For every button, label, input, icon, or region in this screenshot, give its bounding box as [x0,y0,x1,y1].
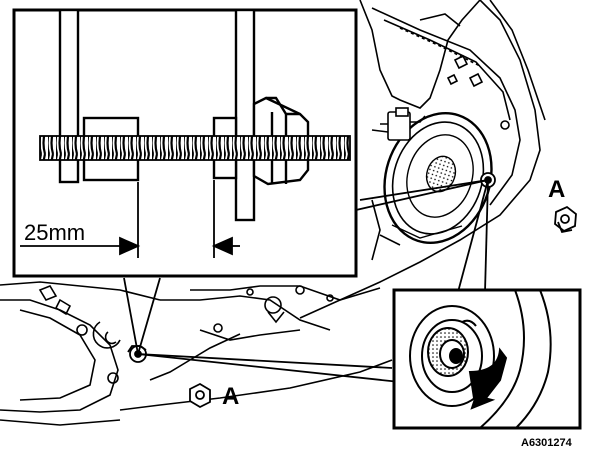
wire-connector [371,107,426,141]
dimension-25mm [20,180,240,258]
hex-nut-icon-lower [189,382,211,409]
callout-label-a-upper: A [548,176,565,203]
clip-grommet [427,327,469,377]
rotation-arrow-icon [461,319,508,410]
door-panel [0,0,546,426]
threaded-rod-tool-icon [39,8,351,222]
speaker-icon [383,112,493,244]
callout-leaders [123,179,489,383]
tool-detail-inset: 25mm [12,8,358,278]
callout-label-a-lower: A [222,383,239,410]
hex-nut-icon [554,205,577,234]
figure-code: A6301274 [521,437,573,449]
dimension-label: 25mm [24,220,85,245]
mount-detail-inset [392,288,582,430]
